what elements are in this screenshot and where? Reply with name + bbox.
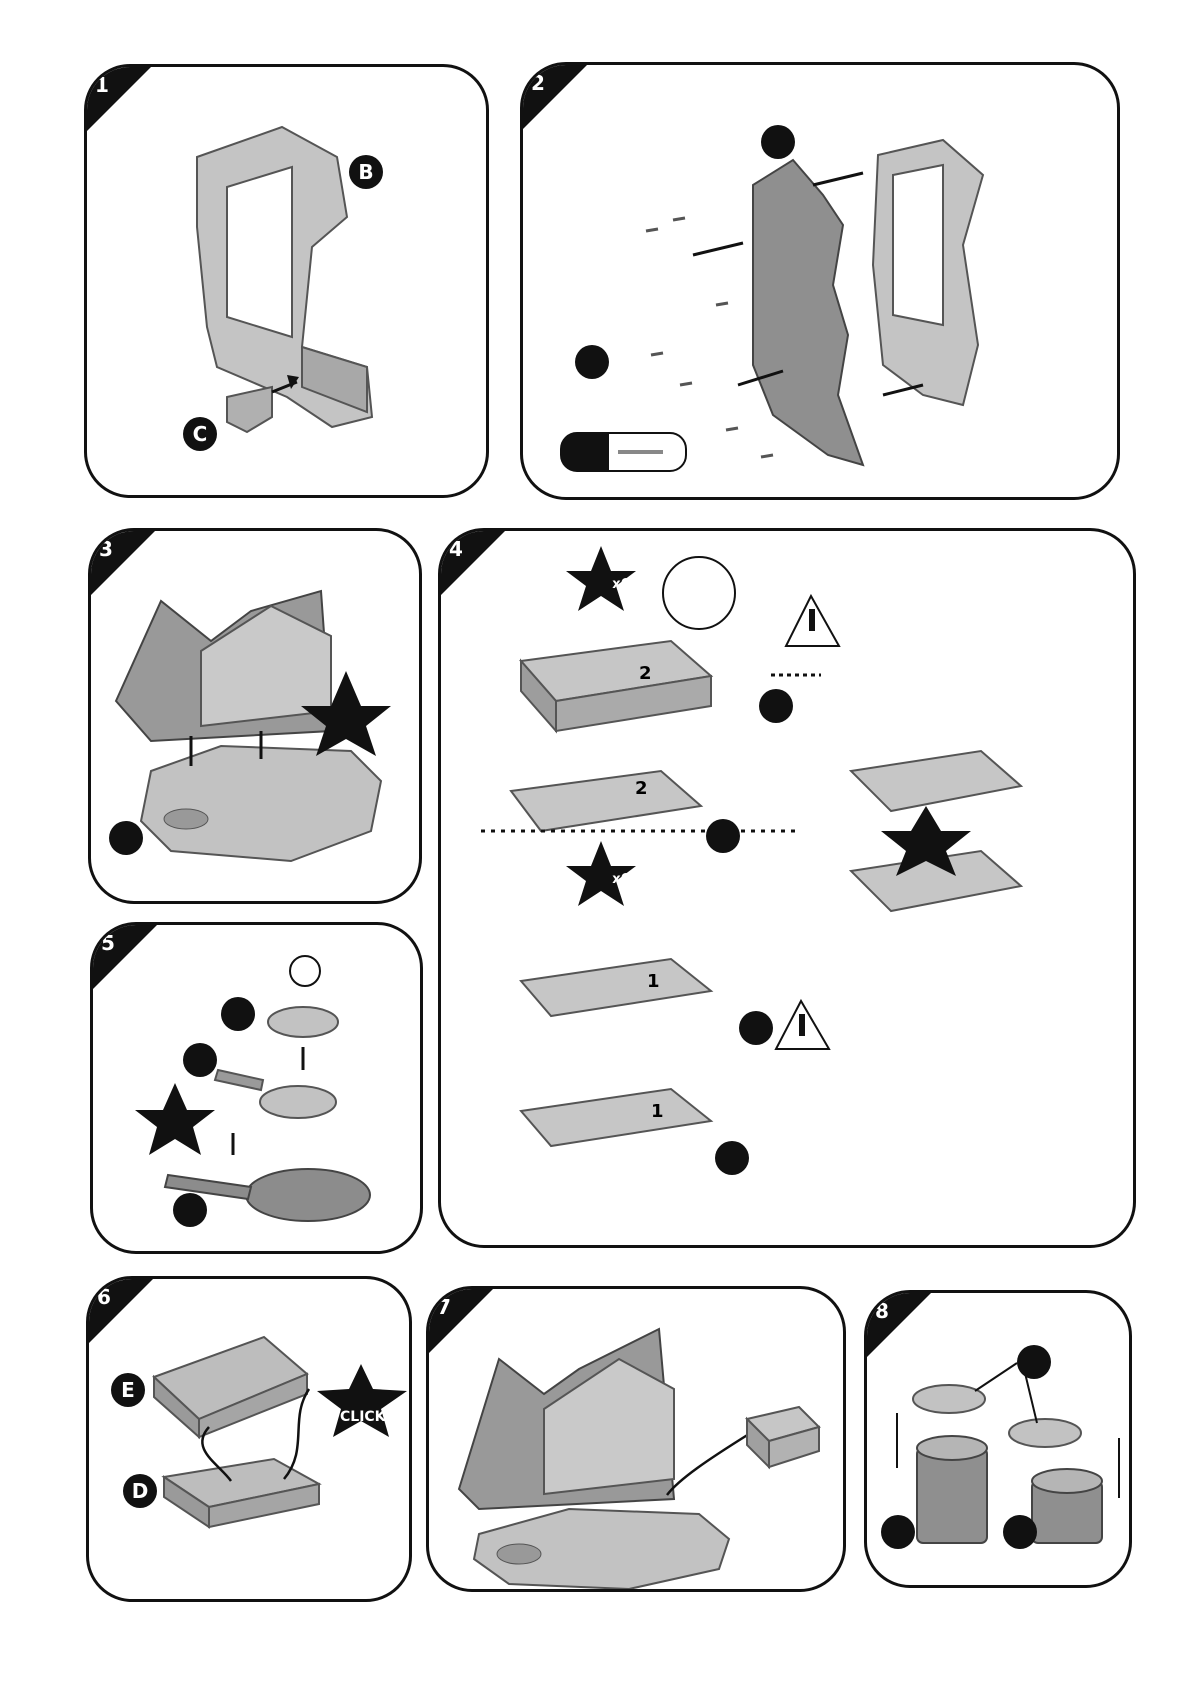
star-count: x6 [591,872,651,887]
lunchbox-illustration [89,1279,412,1602]
part-badge [1003,1515,1037,1549]
number-1-marking: 1 [647,971,660,992]
step-7-panel: 7 [426,1286,846,1592]
part-badge [1017,1345,1051,1379]
step-4-panel: 4 x6 x6 2 2 1 1 [438,528,1136,1248]
step-6-panel: 6 CLICK E D [86,1276,412,1602]
pan-illustration [93,925,423,1254]
frame-illustration [87,67,489,498]
star-count: x6 [591,577,651,592]
part-badge [761,125,795,159]
base-assembly-illustration [91,531,422,904]
part-badge [706,819,740,853]
number-2-marking: 2 [635,778,648,799]
number-2-marking: 2 [639,663,652,684]
part-badge [715,1141,749,1175]
part-badge [109,821,143,855]
tree-panel-illustration [523,65,1120,500]
part-c-badge: C [183,417,217,451]
step-8-panel: 8 [864,1290,1132,1588]
step-3-panel: 3 [88,528,422,904]
step-2-panel: 2 [520,62,1120,500]
part-badge [739,1011,773,1045]
part-badge [183,1043,217,1077]
part-badge [221,997,255,1031]
step-5-panel: 5 [90,922,423,1254]
part-e-badge: E [111,1373,145,1407]
part-badge [881,1515,915,1549]
part-badge [575,345,609,379]
part-badge [173,1193,207,1227]
waffle-iron-illustration [441,531,1136,1248]
click-label: CLICK [340,1409,386,1425]
part-b-badge: B [349,155,383,189]
part-badge [759,689,793,723]
part-badge-outline [289,955,321,987]
step-1-panel: 1 B C [84,64,489,498]
final-assembly-illustration [429,1289,846,1592]
part-d-badge: D [123,1474,157,1508]
number-1-marking: 1 [651,1101,664,1122]
